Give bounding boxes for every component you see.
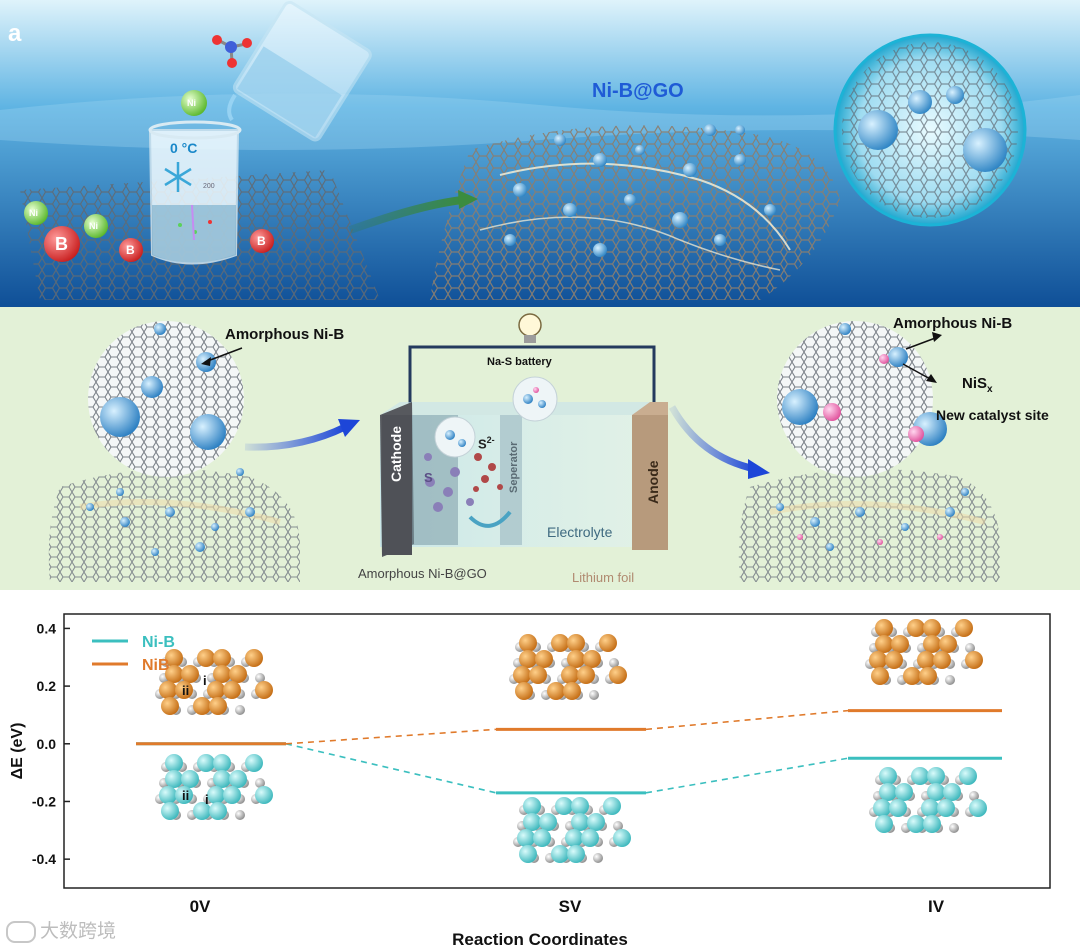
legend-label-nib: NiB (142, 657, 170, 674)
connector-ni-b (285, 743, 497, 794)
x-tick-label-sv: SV (559, 897, 582, 916)
y-tick-label: 0.2 (37, 678, 57, 694)
ni-b-cluster-0v (155, 754, 273, 820)
cathode-label: Cathode (388, 426, 404, 482)
right-amorphous-ni-b-label: Amorphous Ni-B (893, 315, 1013, 332)
cathode-material-label: Amorphous Ni-B@GO (358, 566, 487, 581)
energy-levels (136, 709, 1002, 795)
y-axis-title: ΔE (eV) (9, 723, 26, 780)
y-tick-label: 0.4 (37, 620, 57, 636)
plot-frame (63, 613, 1051, 889)
x-tick-label-0v: 0V (190, 897, 211, 916)
energy-chart: -0.4 -0.2 0.0 0.2 0.4 0V SV IV Ni-B NiB Reacti… (9, 613, 1051, 948)
connector-lines (285, 709, 849, 794)
sulfide-label: S2- (478, 435, 495, 452)
battery-title: Na-S battery (487, 356, 552, 368)
nisx-label: NiSx (962, 375, 993, 395)
anode-material-label: Lithium foil (572, 570, 635, 585)
y-tick-label: 0.0 (37, 736, 57, 752)
battery-illustration (48, 313, 1000, 582)
nib-cluster-sv (509, 634, 627, 700)
electrolyte-label: Electrolyte (547, 524, 613, 540)
nib-cluster-iv (865, 619, 983, 685)
site-ii-label-bottom: ii (182, 788, 189, 803)
x-tick-label-iv: IV (928, 897, 945, 916)
atom-clusters (155, 619, 987, 863)
b-ion-label: B (55, 234, 68, 254)
x-axis-labels: 0V SV IV (190, 897, 945, 916)
site-i-label-top: i (203, 673, 207, 688)
synthesis-illustration (0, 0, 1080, 307)
watermark-logo-icon (6, 920, 36, 943)
nitrate-molecule-icon (212, 35, 252, 68)
panel-letter: a (8, 20, 22, 47)
site-ii-label-top: ii (182, 683, 189, 698)
legend-label-ni-b: Ni-B (142, 634, 175, 651)
b-ion-label: B (257, 234, 266, 248)
watermark: 大数跨境 (6, 916, 116, 943)
amorphous-ni-b-label: Amorphous Ni-B (225, 326, 345, 343)
connector-ni-b (645, 757, 849, 794)
connector-nib (645, 709, 849, 731)
new-catalyst-site-label: New catalyst site (936, 407, 1049, 423)
ni-ion-label: Ni (29, 208, 38, 218)
sulfur-label: S (424, 470, 433, 485)
panel-b-battery: Amorphous Ni-B Na-S battery Cathode Sepe… (0, 307, 1080, 590)
beaker-icon (148, 120, 242, 265)
y-axis: -0.4 -0.2 0.0 0.2 0.4 (32, 620, 70, 867)
snowflake-icon (164, 162, 192, 192)
ni-ion-label: Ni (187, 98, 196, 108)
x-axis-title: Reaction Coordinates (452, 930, 628, 948)
panel-c-energy-chart: -0.4 -0.2 0.0 0.2 0.4 0V SV IV Ni-B NiB Reacti… (0, 590, 1080, 948)
nib-cluster-0v (155, 649, 273, 715)
lightbulb-icon (518, 313, 542, 343)
separator-label: Seperator (508, 441, 520, 493)
y-tick-label: -0.2 (32, 793, 56, 809)
legend: Ni-B NiB (92, 634, 175, 674)
ni-ion-icon (24, 90, 207, 238)
y-tick-label: -0.4 (32, 851, 56, 867)
connector-nib (285, 728, 497, 745)
product-label: Ni-B@GO (592, 80, 684, 102)
anode-label: Anode (645, 460, 661, 504)
beaker-temperature: 0 °C (170, 140, 198, 156)
panel-a-synthesis: a 0 °C 200 Ni Ni Ni B B B Ni-B@GO (0, 0, 1080, 307)
ni-b-cluster-iv (869, 767, 987, 833)
beaker-tick: 200 (203, 183, 215, 190)
site-i-label-bottom: i (205, 792, 209, 807)
b-ion-icon (44, 226, 274, 262)
b-ion-label: B (126, 243, 135, 257)
ni-ion-label: Ni (89, 221, 98, 231)
ni-b-cluster-sv (513, 797, 631, 863)
